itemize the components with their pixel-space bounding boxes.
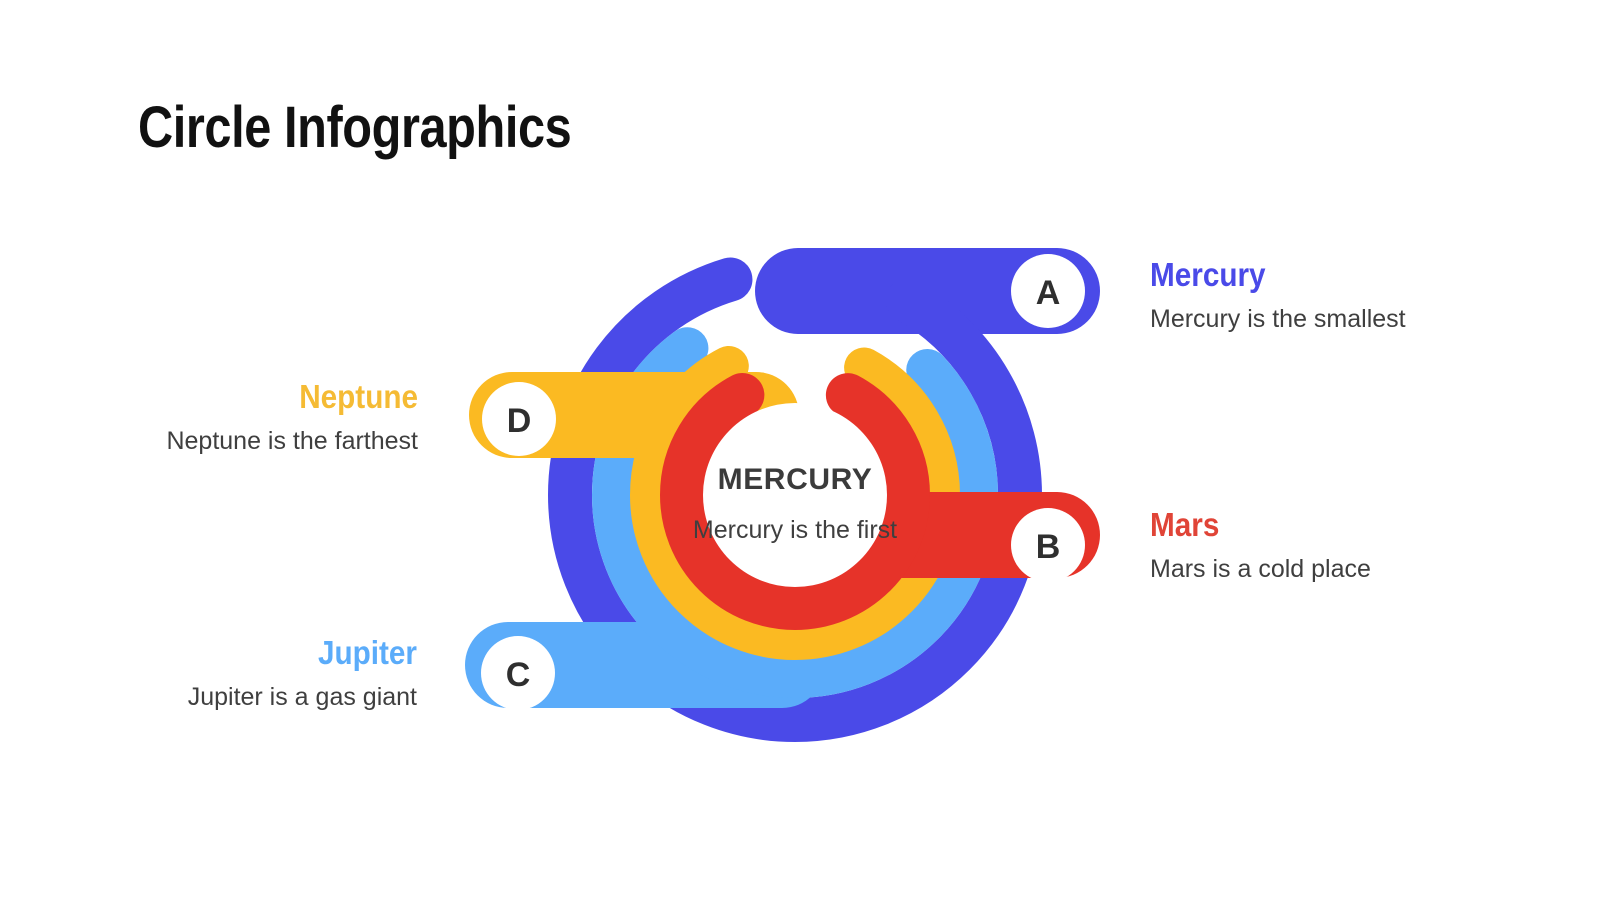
page-title: Circle Infographics xyxy=(138,95,572,160)
label-neptune[interactable]: Neptune Neptune is the farthest xyxy=(0,378,418,456)
label-mars[interactable]: Mars Mars is a cold place xyxy=(1150,506,1371,584)
circle-infographic-diagram: MERCURY Mercury is the first A B C xyxy=(455,230,1125,770)
label-mercury[interactable]: Mercury Mercury is the smallest xyxy=(1150,256,1406,334)
label-mars-description: Mars is a cold place xyxy=(1150,554,1371,583)
label-mars-title: Mars xyxy=(1150,506,1220,543)
label-jupiter-title: Jupiter xyxy=(317,634,417,671)
badge-a-circle xyxy=(1011,254,1085,328)
badge-a[interactable]: A xyxy=(1011,254,1085,328)
label-neptune-description: Neptune is the farthest xyxy=(166,426,418,455)
label-jupiter-description: Jupiter is a gas giant xyxy=(187,682,417,711)
badge-d-circle xyxy=(482,382,556,456)
badge-b-circle xyxy=(1011,508,1085,582)
ring-group-mars[interactable] xyxy=(660,360,1100,630)
badge-c-circle xyxy=(481,636,555,710)
center-title: MERCURY xyxy=(718,463,873,496)
center-description: Mercury is the first xyxy=(693,516,897,544)
badge-d-label: D xyxy=(507,402,532,440)
label-jupiter[interactable]: Jupiter Jupiter is a gas giant xyxy=(0,634,417,712)
center-disc xyxy=(703,403,887,587)
badge-d[interactable]: D xyxy=(482,382,556,456)
label-neptune-title: Neptune xyxy=(299,378,418,415)
badge-b[interactable]: B xyxy=(1011,508,1085,582)
badge-c-label: C xyxy=(506,656,531,694)
badge-b-label: B xyxy=(1036,528,1061,566)
label-mercury-description: Mercury is the smallest xyxy=(1150,304,1406,333)
label-mercury-title: Mercury xyxy=(1150,256,1266,293)
badge-c[interactable]: C xyxy=(481,636,555,710)
badge-a-label: A xyxy=(1036,274,1061,312)
ring-arc-mars xyxy=(660,360,930,630)
